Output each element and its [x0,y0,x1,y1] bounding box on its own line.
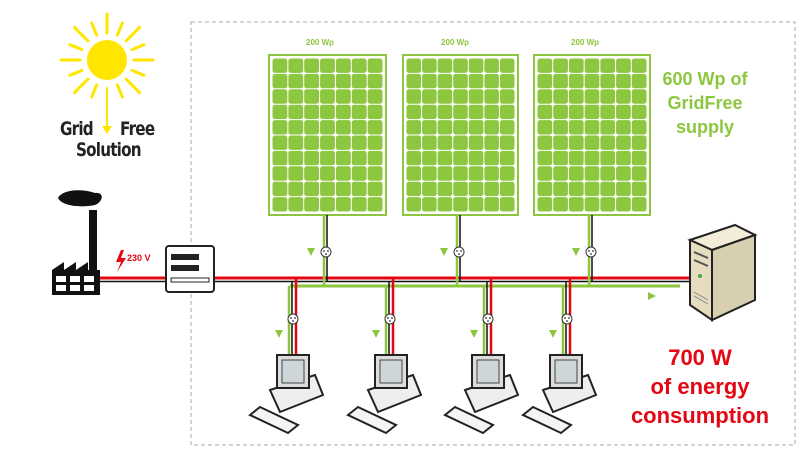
computer-outlet-icon [287,313,299,325]
supply-text: 600 Wp of GridFree supply [650,67,760,139]
supply-line-3: supply [675,117,734,137]
panel-outlet-icon [585,246,597,258]
consumption-text: 700 W of energy consumption [620,343,780,430]
solar-panel-1 [268,54,387,216]
flow-arrow-icon [470,330,478,338]
flow-arrow-icon [275,330,283,338]
panel-2-label: 200 Wp [441,38,470,47]
sun-icon [59,12,155,134]
supply-line-2: GridFree [667,93,743,113]
server-icon [687,223,758,322]
flow-arrow-icon [572,248,580,256]
panel-3-label: 200 Wp [571,38,600,47]
panel-outlet-icon [453,246,465,258]
logo-solution: Solution [76,139,142,161]
computer-outlet-icon [561,313,573,325]
voltage-label: 230 V [127,253,151,263]
flow-arrow-icon [549,330,557,338]
consumption-line-2: of energy [650,374,750,399]
consumption-line-3: consumption [630,403,770,428]
computer-icon-3 [443,354,520,435]
consumption-line-1: 700 W [668,345,732,370]
electricity-meter-icon [165,245,215,293]
panel-1-label: 200 Wp [306,38,335,47]
flow-arrow-icon [648,292,656,300]
flow-arrow-icon [372,330,380,338]
panel-outlet-icon [320,246,332,258]
solar-panel-2 [402,54,519,216]
factory-icon [52,190,102,295]
lightning-icon [116,250,126,272]
logo-grid: Grid [60,118,94,140]
computer-icon-1 [248,354,325,435]
supply-line-1: 600 Wp of [662,69,748,89]
computer-icon-4 [521,354,598,435]
flow-arrow-icon [307,248,315,256]
computer-outlet-icon [384,313,396,325]
computer-icon-2 [346,354,423,435]
computer-outlet-icon [482,313,494,325]
logo-free: Free [120,118,155,140]
system-boundary [190,21,796,446]
flow-arrow-icon [440,248,448,256]
solar-panel-3 [533,54,651,216]
